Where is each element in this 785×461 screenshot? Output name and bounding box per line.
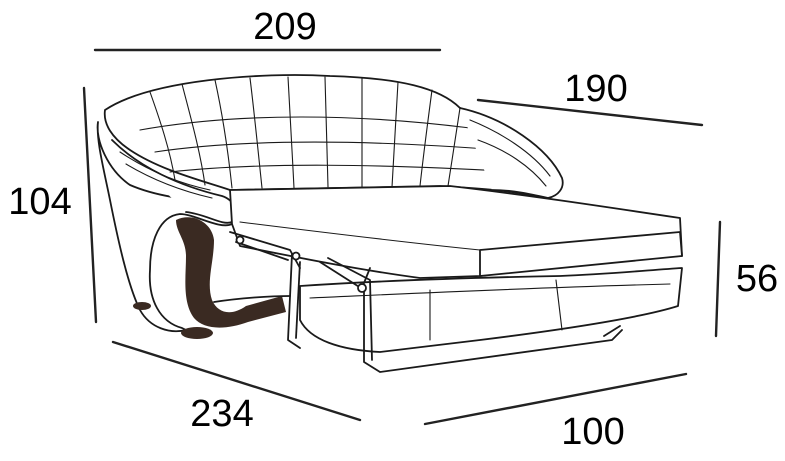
mattress-edge (479, 231, 683, 277)
bed-width-line (423, 372, 688, 426)
top-width-label: 209 (253, 6, 316, 48)
dimension-lines (82, 48, 722, 426)
depth-line (476, 98, 704, 127)
height-label: 104 (8, 181, 71, 223)
total-length-label: 234 (190, 393, 253, 435)
bed-width-label: 100 (561, 411, 624, 453)
sofa-illustration (96, 74, 683, 373)
wooden-arm-trim (176, 217, 286, 328)
lower-mattress-section (299, 267, 683, 353)
front-left-leg (181, 327, 213, 339)
bed-height-line (714, 220, 722, 338)
height-line (82, 86, 98, 324)
total-length-line (111, 340, 362, 422)
depth-label: 190 (564, 68, 627, 110)
back-left-leg (133, 302, 151, 310)
backrest-tufting (139, 76, 521, 189)
dimension-labels: 209 190 104 56 234 100 (8, 6, 778, 453)
sofa-base (213, 295, 291, 303)
folding-metal-frame (229, 231, 623, 373)
bed-height-label: 56 (736, 258, 778, 300)
